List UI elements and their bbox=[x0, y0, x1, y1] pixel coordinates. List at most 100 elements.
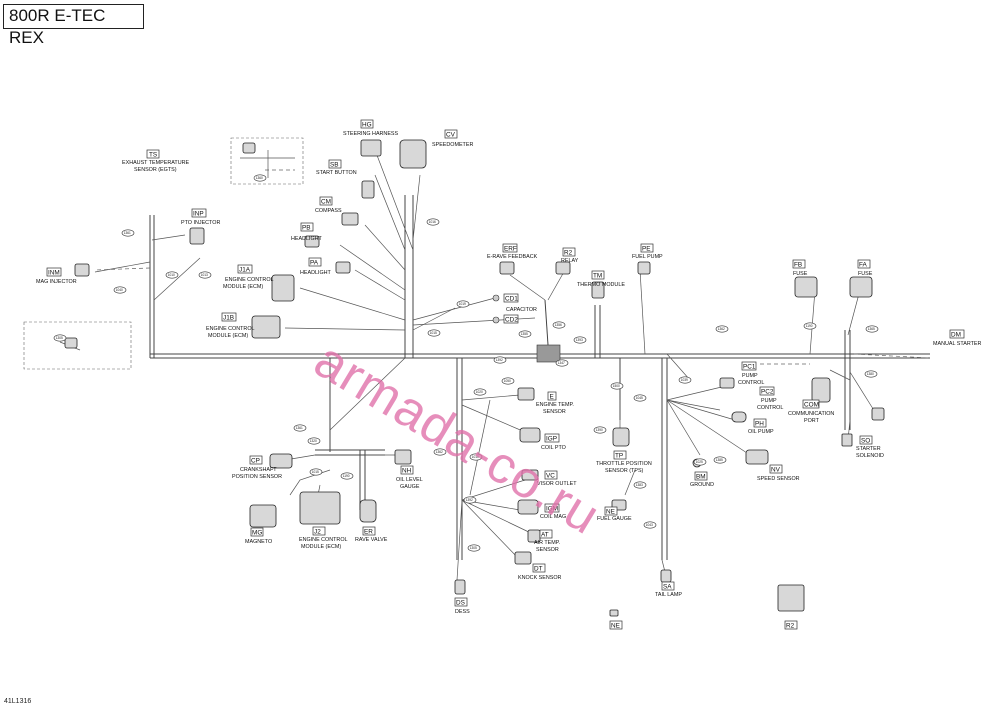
label-pc2-line2: CONTROL bbox=[757, 405, 783, 411]
wire-tag: 1305 bbox=[467, 544, 481, 552]
label-com-line2: PORT bbox=[804, 418, 820, 424]
svg-text:MAG INJECTOR: MAG INJECTOR bbox=[36, 279, 77, 285]
wire-tag-label: 1190 bbox=[343, 474, 350, 478]
wire-tag-label: 1362 bbox=[436, 450, 443, 454]
component-cp: CP CRANKSHAFT POSITION SENSOR bbox=[232, 455, 282, 480]
svg-text:NE: NE bbox=[606, 509, 615, 516]
wire-tag-label: 1043 bbox=[646, 523, 653, 527]
svg-text:TAIL LAMP: TAIL LAMP bbox=[655, 592, 682, 598]
label-pc1-line1: PUMP bbox=[742, 373, 758, 379]
svg-text:HEADLIGHT: HEADLIGHT bbox=[300, 270, 332, 276]
svg-text:SO: SO bbox=[861, 438, 870, 445]
wire-tag-label: 1390 bbox=[596, 428, 603, 432]
wire-tag-label: 1393 bbox=[576, 338, 583, 342]
svg-text:START BUTTON: START BUTTON bbox=[316, 170, 357, 176]
component-ph: PH OIL PUMP bbox=[748, 418, 774, 435]
svg-text:R2: R2 bbox=[564, 250, 573, 257]
component-tm: TM THERMO MODULE bbox=[577, 270, 625, 288]
component-so: SO STARTER SOLENOID bbox=[856, 435, 884, 459]
wire-tag-label: 1019 bbox=[459, 302, 466, 306]
component-e: E ENGINE TEMP. SENSOR bbox=[536, 391, 574, 415]
wire-tag: 1015 bbox=[427, 329, 441, 337]
svg-text:NH: NH bbox=[402, 468, 412, 475]
label-e-line2: SENSOR bbox=[543, 409, 566, 415]
wire-tag: 1320 bbox=[307, 437, 321, 445]
wire-tag: 1390 bbox=[593, 426, 607, 434]
wire-tag: 1392 bbox=[463, 496, 477, 504]
wire-tag-label: 1365 bbox=[868, 327, 875, 331]
svg-text:RAVE VALVE: RAVE VALVE bbox=[355, 537, 388, 543]
svg-text:DT: DT bbox=[534, 566, 543, 573]
wire-tag-label: 1015 bbox=[430, 331, 437, 335]
component-mg: MG MAGNETO bbox=[245, 527, 272, 545]
svg-text:MG: MG bbox=[252, 530, 262, 537]
wire-tag: 1362 bbox=[715, 325, 729, 333]
label-cp-line1: CRANKSHAFT bbox=[240, 467, 277, 473]
wire-tag: 1361 bbox=[293, 424, 307, 432]
svg-text:PB: PB bbox=[302, 225, 311, 232]
label-at-line1: AIR TEMP. bbox=[534, 540, 560, 546]
wire-tag-label: 1320 bbox=[310, 439, 317, 443]
wire-tag-label: 1015 bbox=[312, 470, 319, 474]
svg-text:TM: TM bbox=[593, 273, 602, 280]
component-j2: J2 ENGINE CONTROL MODULE (ECM) bbox=[299, 526, 348, 550]
svg-text:VC: VC bbox=[546, 473, 555, 480]
svg-text:IGP: IGP bbox=[546, 436, 557, 443]
wire-tag-label: 1040 bbox=[116, 288, 123, 292]
wire-tag: 1190 bbox=[340, 472, 354, 480]
label-ts-line1: EXHAUST TEMPERATURE bbox=[122, 160, 189, 166]
svg-text:INM: INM bbox=[48, 270, 60, 277]
label-e-line1: ENGINE TEMP. bbox=[536, 402, 574, 408]
svg-text:PTO INJECTOR: PTO INJECTOR bbox=[181, 220, 220, 226]
component-sb: SB START BUTTON bbox=[316, 159, 357, 176]
svg-text:J1A: J1A bbox=[239, 267, 251, 274]
component-com: COM COMMUNICATION PORT bbox=[788, 399, 834, 424]
wire-tag: 1500 bbox=[610, 382, 624, 390]
component-fa: FA FUSE bbox=[857, 259, 873, 277]
svg-text:NE: NE bbox=[611, 623, 620, 630]
label-j1a-line1: ENGINE CONTROL bbox=[225, 277, 274, 283]
component-ds: DS DESS bbox=[454, 597, 470, 615]
component-sa: SA TAIL LAMP bbox=[655, 581, 682, 598]
svg-text:COIL MAG: COIL MAG bbox=[540, 514, 566, 520]
svg-text:VISOR OUTLET: VISOR OUTLET bbox=[537, 481, 577, 487]
wire-tag: 1015 bbox=[309, 468, 323, 476]
svg-text:MAGNETO: MAGNETO bbox=[245, 539, 272, 545]
svg-text:TP: TP bbox=[615, 453, 623, 460]
label-j1b-line1: ENGINE CONTROL bbox=[206, 326, 255, 332]
wire-tag: 1040 bbox=[113, 286, 127, 294]
label-j2-line1: ENGINE CONTROL bbox=[299, 537, 348, 543]
wire-tag-label: 1361 bbox=[124, 231, 131, 235]
component-pb: PB HEADLIGHT bbox=[291, 222, 323, 242]
wire-tag-label: 1347 bbox=[558, 361, 565, 365]
wire-tag-label: 1385 bbox=[716, 458, 723, 462]
wire-tag-label: 1020 bbox=[476, 390, 483, 394]
svg-text:CM: CM bbox=[321, 199, 331, 206]
label-j2-line2: MODULE (ECM) bbox=[301, 544, 341, 550]
svg-text:COM: COM bbox=[804, 402, 819, 409]
label-com-line1: COMMUNICATION bbox=[788, 411, 834, 417]
component-inp: INP PTO INJECTOR bbox=[181, 208, 220, 226]
wire-tag: 1360 bbox=[253, 174, 267, 182]
wire-tag-label: 1016 bbox=[429, 220, 436, 224]
component-nh: NH OIL LEVEL GAUGE bbox=[396, 465, 423, 490]
wire-tag: 1019 bbox=[456, 300, 470, 308]
svg-text:CAPACITOR: CAPACITOR bbox=[506, 307, 537, 313]
svg-text:NV: NV bbox=[771, 467, 781, 474]
svg-text:DS: DS bbox=[456, 600, 465, 607]
component-r2-bottom: R2 bbox=[784, 620, 798, 630]
wire-tag: 1010 bbox=[469, 453, 483, 461]
component-j1b: J1B ENGINE CONTROL MODULE (ECM) bbox=[206, 312, 255, 339]
wire-tag-label: 1360 bbox=[256, 176, 263, 180]
svg-text:FUSE: FUSE bbox=[858, 271, 873, 277]
component-bm: BM GROUND bbox=[690, 471, 714, 488]
wire-tag-label: 1392 bbox=[496, 358, 503, 362]
branch-wires bbox=[94, 149, 931, 581]
svg-text:ER: ER bbox=[364, 529, 373, 536]
wire-tag: 1020 bbox=[473, 388, 487, 396]
wire-tag-label: 1305 bbox=[56, 336, 63, 340]
svg-text:IGM: IGM bbox=[546, 506, 558, 513]
component-pe: PE FUEL PUMP bbox=[632, 243, 663, 260]
component-cd2: CD2 bbox=[492, 314, 519, 324]
component-igp: IGP COIL PTO bbox=[541, 433, 566, 451]
